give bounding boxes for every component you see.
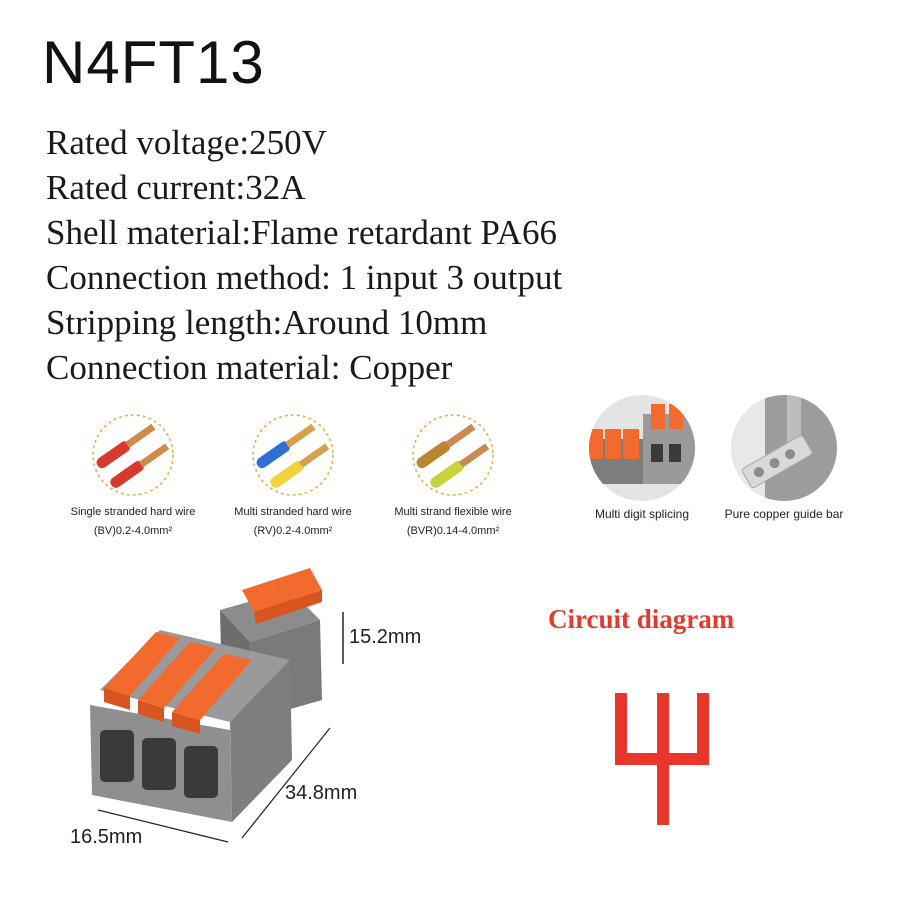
spec-rated-voltage: Rated voltage:250V (46, 123, 327, 162)
spec-list: Rated voltage:250V Rated current:32A She… (46, 120, 562, 390)
solid-wire-icon (92, 414, 174, 496)
product-model-title: N4FT13 (42, 29, 265, 96)
stranded-wire-icon (252, 414, 334, 496)
dimension-width: 16.5mm (70, 826, 143, 848)
wire-type-range: (RV)0.2-4.0mm² (253, 525, 333, 537)
wire-type-solid: Single stranded hard wire (BV)0.2-4.0mm² (48, 412, 218, 541)
splicing-photo (589, 395, 695, 501)
wire-type-label: Multi strand flexible wire (394, 506, 512, 518)
connector-product-image (90, 568, 344, 843)
wire-type-flexible: Multi strand flexible wire (BVR)0.14-4.0… (368, 412, 538, 541)
feature-splicing: Multi digit splicing (580, 394, 704, 521)
copper-bar-photo (731, 395, 837, 501)
circuit-fork-icon (615, 693, 709, 825)
spec-connection-method: Connection method: 1 input 3 output (46, 258, 563, 297)
circuit-diagram-title: Circuit diagram (548, 604, 735, 634)
feature-copper-bar: Pure copper guide bar (706, 394, 862, 521)
dimension-height: 15.2mm (349, 626, 422, 648)
spec-rated-current: Rated current:32A (46, 168, 306, 207)
wire-type-range: (BVR)0.14-4.0mm² (406, 525, 500, 537)
spec-connection-material: Connection material: Copper (46, 348, 453, 387)
spec-shell-material: Shell material:Flame retardant PA66 (46, 213, 557, 252)
feature-label: Multi digit splicing (594, 507, 690, 521)
wire-type-label: Single stranded hard wire (70, 506, 196, 518)
spec-stripping-length: Stripping length:Around 10mm (46, 303, 488, 342)
dimension-length: 34.8mm (285, 782, 358, 804)
flexible-wire-icon (412, 414, 494, 496)
wire-type-label: Multi stranded hard wire (234, 506, 352, 518)
feature-label: Pure copper guide bar (724, 507, 844, 521)
wire-type-stranded: Multi stranded hard wire (RV)0.2-4.0mm² (208, 412, 378, 541)
wire-type-range: (BV)0.2-4.0mm² (93, 525, 173, 537)
